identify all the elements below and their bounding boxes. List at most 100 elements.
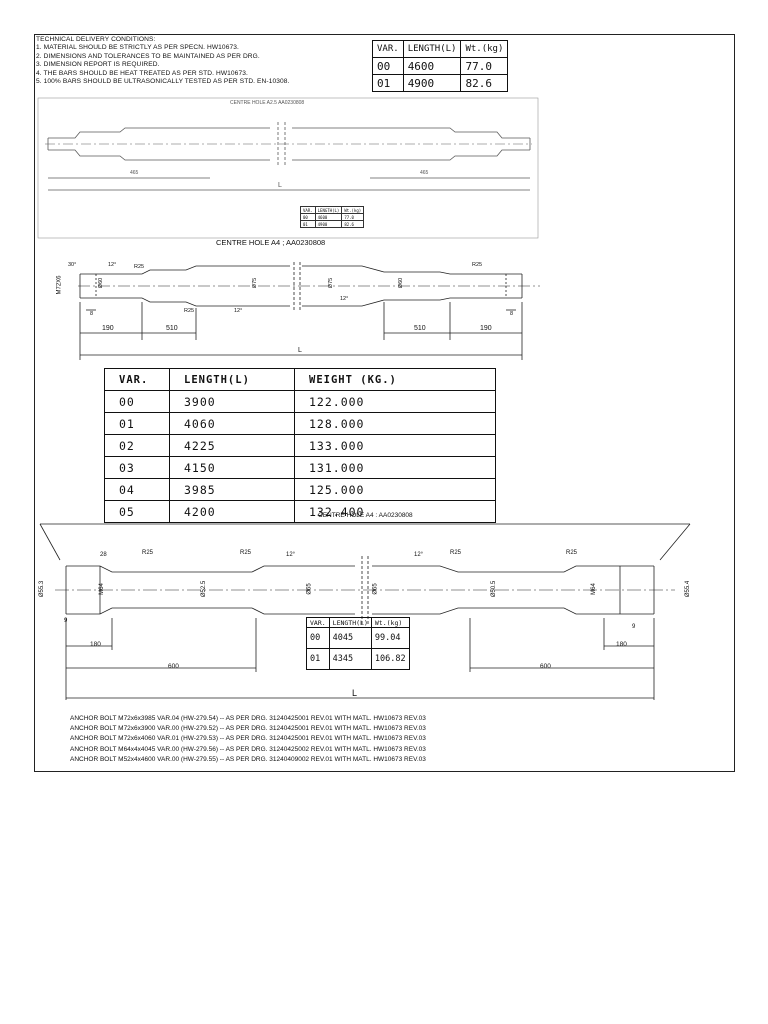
- table-cell: 01: [372, 74, 404, 92]
- table-cell: 131.000: [294, 456, 496, 479]
- table-header: LENGTH(L): [314, 206, 343, 214]
- dimension-label: 12°: [286, 552, 296, 558]
- table-cell: 4900: [314, 220, 343, 228]
- dimension-label: R25: [566, 550, 578, 556]
- dimension-label: 600: [540, 663, 551, 670]
- table-cell: 133.000: [294, 434, 496, 457]
- conditions-heading: TECHNICAL DELIVERY CONDITIONS:: [36, 36, 156, 43]
- dimension-label: Ø75: [328, 277, 335, 289]
- drawing-3: [39, 523, 691, 700]
- dimension-label: 12°: [414, 552, 424, 558]
- list-item: ANCHOR BOLT M72x6x3900 VAR.00 (HW-279.52…: [70, 725, 426, 733]
- table-header: Wt.(kg): [341, 206, 365, 214]
- dimension-label: Ø60: [98, 277, 105, 289]
- table-cell: 128.000: [294, 412, 496, 435]
- drawing-2: [78, 262, 540, 360]
- dimension-label: 28: [100, 552, 107, 558]
- dimension-label: 600: [168, 663, 179, 670]
- table-cell: 77.0: [460, 57, 509, 75]
- table-cell: 05: [104, 500, 170, 523]
- table-cell: 4060: [169, 412, 295, 435]
- dimension-label: Ø52.5: [201, 580, 208, 598]
- table-cell: 132.400: [294, 500, 496, 523]
- table-cell: 04: [104, 478, 170, 501]
- table-cell: 4150: [169, 456, 295, 479]
- dimension-label: M64: [590, 583, 597, 595]
- dimension-label: 9: [632, 624, 636, 630]
- dimension-label: 12°: [340, 296, 349, 302]
- table-cell: 3985: [169, 478, 295, 501]
- condition-item: 5. 100% BARS SHOULD BE ULTRASONICALLY TE…: [36, 78, 290, 86]
- table-cell: 106.82: [370, 648, 410, 670]
- dimension-label: R25: [450, 550, 462, 556]
- drawing-2-title: CENTRE HOLE A4 ; AA0230808: [216, 238, 326, 247]
- table-cell: 99.04: [370, 627, 410, 649]
- table-cell: 82.6: [341, 220, 365, 228]
- drawing-3-title: CENTRE HOLE A4 : AA0230808: [318, 512, 413, 519]
- drawing-1: [37, 97, 539, 239]
- table-header: LENGTH(L): [169, 368, 295, 391]
- dimension-label: Ø65: [372, 583, 379, 595]
- dimension-label: R25: [240, 550, 252, 556]
- condition-item: 1. MATERIAL SHOULD BE STRICTLY AS PER SP…: [36, 44, 239, 52]
- dimension-label: R25: [142, 550, 154, 556]
- table-cell: 03: [104, 456, 170, 479]
- table-header: VAR.: [104, 368, 170, 391]
- table-cell: 4600: [402, 57, 462, 75]
- list-item: ANCHOR BOLT M52x4x4600 VAR.00 (HW-279.55…: [70, 755, 426, 763]
- table-cell: 00: [300, 213, 316, 221]
- table-cell: 3900: [169, 390, 295, 413]
- table-header: Wt.(kg): [370, 617, 410, 628]
- dimension-label: 190: [480, 325, 492, 332]
- dimension-label: 510: [414, 325, 426, 332]
- condition-item: 2. DIMENSIONS AND TOLERANCES TO BE MAINT…: [36, 52, 260, 60]
- technical-conditions: TECHNICAL DELIVERY CONDITIONS: 1. MATERI…: [36, 36, 289, 86]
- dimension-label: 30°: [68, 262, 77, 268]
- table-header: WEIGHT (KG.): [294, 368, 496, 391]
- dimension-label: M72X6: [56, 275, 63, 295]
- table-row: 00 4600 77.0: [372, 57, 509, 75]
- table-cell: 4600: [314, 213, 343, 221]
- dimension-label: 12°: [108, 262, 117, 268]
- table-cell: 01: [300, 220, 316, 228]
- dimension-label: Ø55.3: [39, 580, 46, 598]
- dimension-label: Ø65: [306, 583, 313, 595]
- condition-item: 4. THE BARS SHOULD BE HEAT TREATED AS PE…: [36, 69, 248, 77]
- table-row: 01 4900 82.6: [372, 74, 509, 92]
- table-cell: 4225: [169, 434, 295, 457]
- table-cell: 00: [306, 627, 330, 649]
- table-cell: 4045: [328, 627, 372, 649]
- table-cell: 00: [104, 390, 170, 413]
- list-item: ANCHOR BOLT M72x6x4060 VAR.01 (HW-279.53…: [70, 735, 426, 743]
- dimension-label: 510: [166, 325, 178, 332]
- dimension-label: L: [278, 182, 282, 189]
- dimension-label: 465: [420, 170, 429, 176]
- table-header: VAR.: [306, 617, 330, 628]
- dimension-label: R25: [184, 308, 195, 314]
- drawing-1-title: CENTRE HOLE A2.5 AA0230808: [230, 100, 305, 106]
- document-frame: [34, 34, 735, 772]
- dimension-label: Ø55.4: [685, 580, 692, 598]
- dimension-label: R25: [472, 262, 483, 268]
- dimension-label: 8: [90, 311, 94, 317]
- list-item: ANCHOR BOLT M64x4x4045 VAR.00 (HW-279.56…: [70, 745, 426, 753]
- table-cell: 122.000: [294, 390, 496, 413]
- dimension-label: M64: [98, 583, 105, 595]
- table-cell: 02: [104, 434, 170, 457]
- table-cell: 01: [104, 412, 170, 435]
- dimension-label: Ø50.5: [491, 580, 498, 598]
- table-cell: 77.0: [341, 213, 365, 221]
- anchor-bolt-list: ANCHOR BOLT M72x6x3985 VAR.04 (HW-279.54…: [70, 714, 426, 765]
- dimension-label: Ø60: [398, 277, 405, 289]
